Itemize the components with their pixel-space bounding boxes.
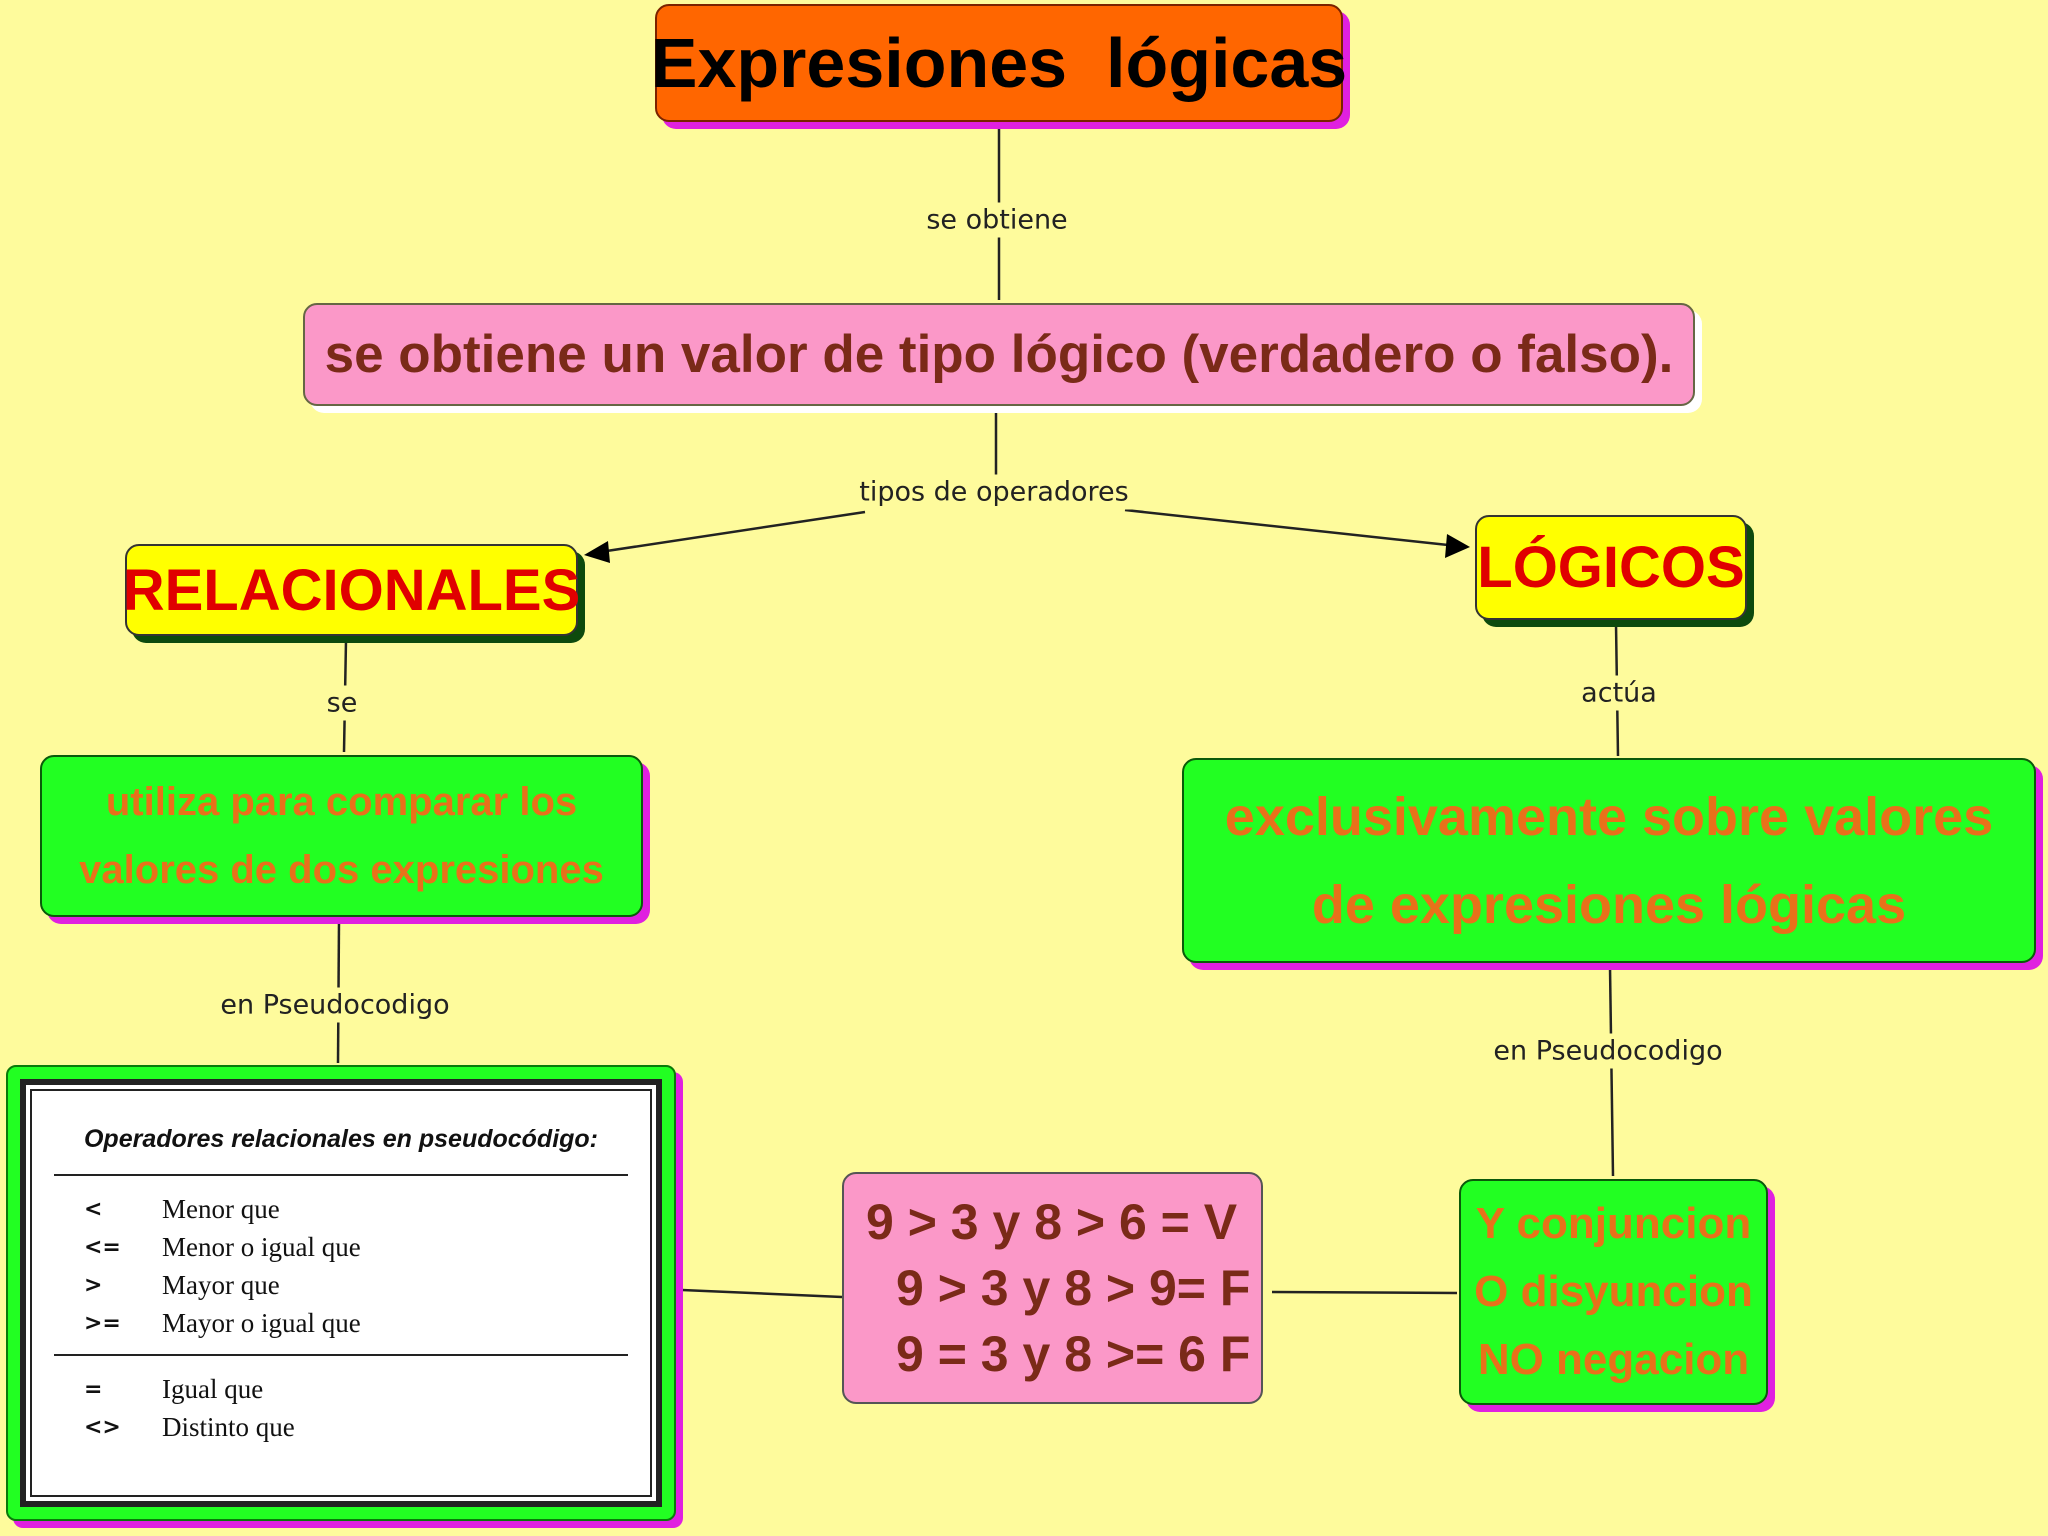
example-line: 9 > 3 y 8 > 9= F (896, 1260, 1251, 1316)
logicos-label: LÓGICOS (1477, 535, 1745, 600)
operator-symbol: <= (84, 1234, 121, 1260)
operator-symbol: < (84, 1196, 103, 1222)
relacionales-label: RELACIONALES (122, 557, 581, 623)
operators-group-1: < Menor que <= Menor o igual que > Mayor… (54, 1190, 628, 1342)
value-type-node: se obtiene un valor de tipo lógico (verd… (303, 303, 1695, 406)
operators-table: Operadores relacionales en pseudocódigo:… (20, 1079, 662, 1507)
link-label-pseudocodigo-right: en Pseudocodigo (1487, 1033, 1729, 1069)
logical-op-line: O disyuncion (1474, 1267, 1753, 1316)
relacionales-description-node: utiliza para comparar los valores de dos… (40, 755, 643, 917)
operator-symbol: >= (84, 1310, 121, 1336)
operator-symbol: > (84, 1272, 103, 1298)
operators-table-title: Operadores relacionales en pseudocódigo: (83, 1125, 599, 1153)
relacionales-desc-line2: valores de dos expresiones (79, 848, 604, 892)
operator-row: = Igual que (54, 1370, 628, 1408)
logical-op-line: Y conjuncion (1475, 1199, 1752, 1248)
relacionales-node: RELACIONALES (122, 544, 581, 636)
operator-description: Mayor o igual que (162, 1307, 361, 1338)
operators-table-node: Operadores relacionales en pseudocódigo:… (6, 1065, 676, 1521)
arrowhead-relacionales (584, 541, 610, 563)
operators-group-2: = Igual que <> Distinto que (54, 1370, 628, 1446)
logicos-node: LÓGICOS (1475, 515, 1747, 620)
title-text: Expresiones lógicas (650, 24, 1348, 102)
operator-description: Mayor que (162, 1269, 280, 1300)
logicos-desc-line1: exclusivamente sobre valores (1224, 786, 1994, 847)
operator-symbol: <> (84, 1414, 121, 1440)
logicos-description-node: exclusivamente sobre valores de expresio… (1182, 758, 2036, 963)
operator-row: < Menor que (54, 1190, 628, 1228)
link-label-se-obtiene: se obtiene (920, 202, 1074, 238)
operator-description: Distinto que (162, 1411, 295, 1442)
arrowhead-logicos (1445, 534, 1470, 558)
examples-node: 9 > 3 y 8 > 6 = V 9 > 3 y 8 > 9= F 9 = 3… (842, 1172, 1263, 1404)
table-divider (54, 1354, 628, 1356)
operator-row: <> Distinto que (54, 1408, 628, 1446)
operator-description: Menor que (162, 1193, 280, 1224)
operator-description: Menor o igual que (162, 1231, 361, 1262)
line-to-relacionales (599, 510, 866, 554)
link-label-se: se (320, 685, 364, 721)
line-logdesc-to-ops (1608, 966, 1615, 1177)
operator-symbol: = (84, 1376, 103, 1402)
logical-operators-node: Y conjuncion O disyuncion NO negacion (1459, 1179, 1768, 1405)
table-divider (54, 1174, 628, 1176)
logicos-desc-line2: de expresiones lógicas (1311, 874, 1907, 935)
example-line: 9 > 3 y 8 > 6 = V (866, 1194, 1238, 1250)
example-line: 9 = 3 y 8 >= 6 F (896, 1326, 1251, 1382)
logical-op-line: NO negacion (1477, 1335, 1750, 1384)
value-type-text: se obtiene un valor de tipo lógico (verd… (324, 325, 1674, 384)
line-to-logicos (1124, 508, 1449, 547)
operator-row: <= Menor o igual que (54, 1228, 628, 1266)
link-label-actua: actúa (1575, 675, 1663, 711)
title-node: Expresiones lógicas (651, 4, 1347, 122)
operator-row: >= Mayor o igual que (54, 1304, 628, 1342)
relacionales-desc-line1: utiliza para comparar los (105, 780, 578, 824)
link-label-tipos-de-operadores: tipos de operadores (853, 474, 1135, 510)
operator-row: > Mayor que (54, 1266, 628, 1304)
line-examples-to-ops (1271, 1290, 1458, 1295)
operator-description: Igual que (162, 1373, 264, 1404)
line-table-to-examples (681, 1288, 843, 1299)
link-label-pseudocodigo-left: en Pseudocodigo (214, 987, 456, 1023)
